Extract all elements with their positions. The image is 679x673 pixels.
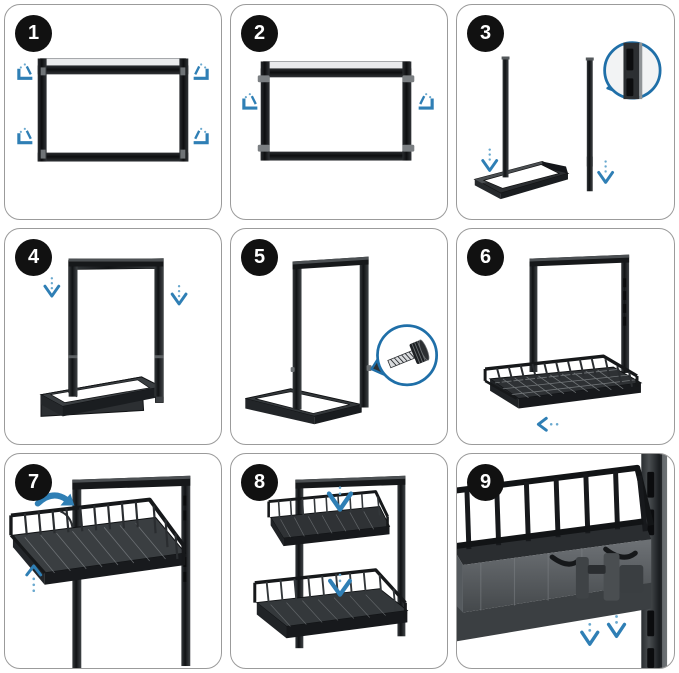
- corner-bracket-middle-right: [418, 93, 434, 110]
- curved-arrow-rotate: [34, 492, 75, 507]
- callout-tube-with-slots: [603, 41, 662, 100]
- down-arrow-left-of-pair: [580, 623, 600, 646]
- corner-bracket-top-right: [193, 63, 209, 80]
- step-number-badge: 2: [241, 15, 278, 52]
- step-number-badge: 5: [241, 239, 278, 276]
- step-number-badge: 1: [15, 15, 52, 52]
- up-arrow-lower-left: [25, 564, 43, 593]
- step-7-illustration: [5, 454, 221, 668]
- step-6-illustration: [457, 229, 674, 444]
- panel-step-1[interactable]: 1: [4, 4, 222, 220]
- down-arrow-middle: [328, 573, 352, 597]
- step-8-illustration: [231, 454, 447, 668]
- down-arrow-right-of-pair: [606, 615, 627, 638]
- corner-bracket-top-left: [17, 63, 33, 80]
- step-number-badge: 4: [15, 239, 52, 276]
- panel-step-5[interactable]: 5: [230, 228, 448, 445]
- panel-step-8[interactable]: 8: [230, 453, 448, 669]
- step-number-badge: 9: [467, 464, 504, 501]
- step-2-illustration: [231, 5, 447, 219]
- step-number-badge: 6: [467, 239, 504, 276]
- down-arrow-left: [481, 148, 499, 172]
- panel-step-6[interactable]: 6: [456, 228, 675, 445]
- step-5-illustration: [231, 229, 447, 444]
- panel-step-9[interactable]: 9: [456, 453, 675, 669]
- step-number-badge: 3: [467, 15, 504, 52]
- panel-step-4[interactable]: 4: [4, 228, 222, 445]
- step-4-illustration: [5, 229, 221, 444]
- left-arrow-bottom: [536, 416, 559, 432]
- corner-bracket-middle-left: [242, 93, 258, 110]
- step-number-badge: 8: [241, 464, 278, 501]
- step-number-badge: 7: [15, 464, 52, 501]
- corner-bracket-bottom-left: [17, 127, 33, 145]
- step-9-illustration: [457, 454, 674, 668]
- down-arrow-right: [170, 285, 188, 306]
- step-1-illustration: [5, 5, 221, 219]
- corner-bracket-bottom-right: [193, 127, 209, 145]
- down-arrow-left: [43, 277, 61, 298]
- step-3-illustration: [457, 5, 674, 219]
- panel-step-7[interactable]: 7: [4, 453, 222, 669]
- panel-step-3[interactable]: 3: [456, 4, 675, 220]
- down-arrow-upper: [326, 486, 354, 512]
- panel-step-2[interactable]: 2: [230, 4, 448, 220]
- down-arrow-right: [597, 160, 615, 184]
- callout-thumb-screw: [370, 324, 439, 387]
